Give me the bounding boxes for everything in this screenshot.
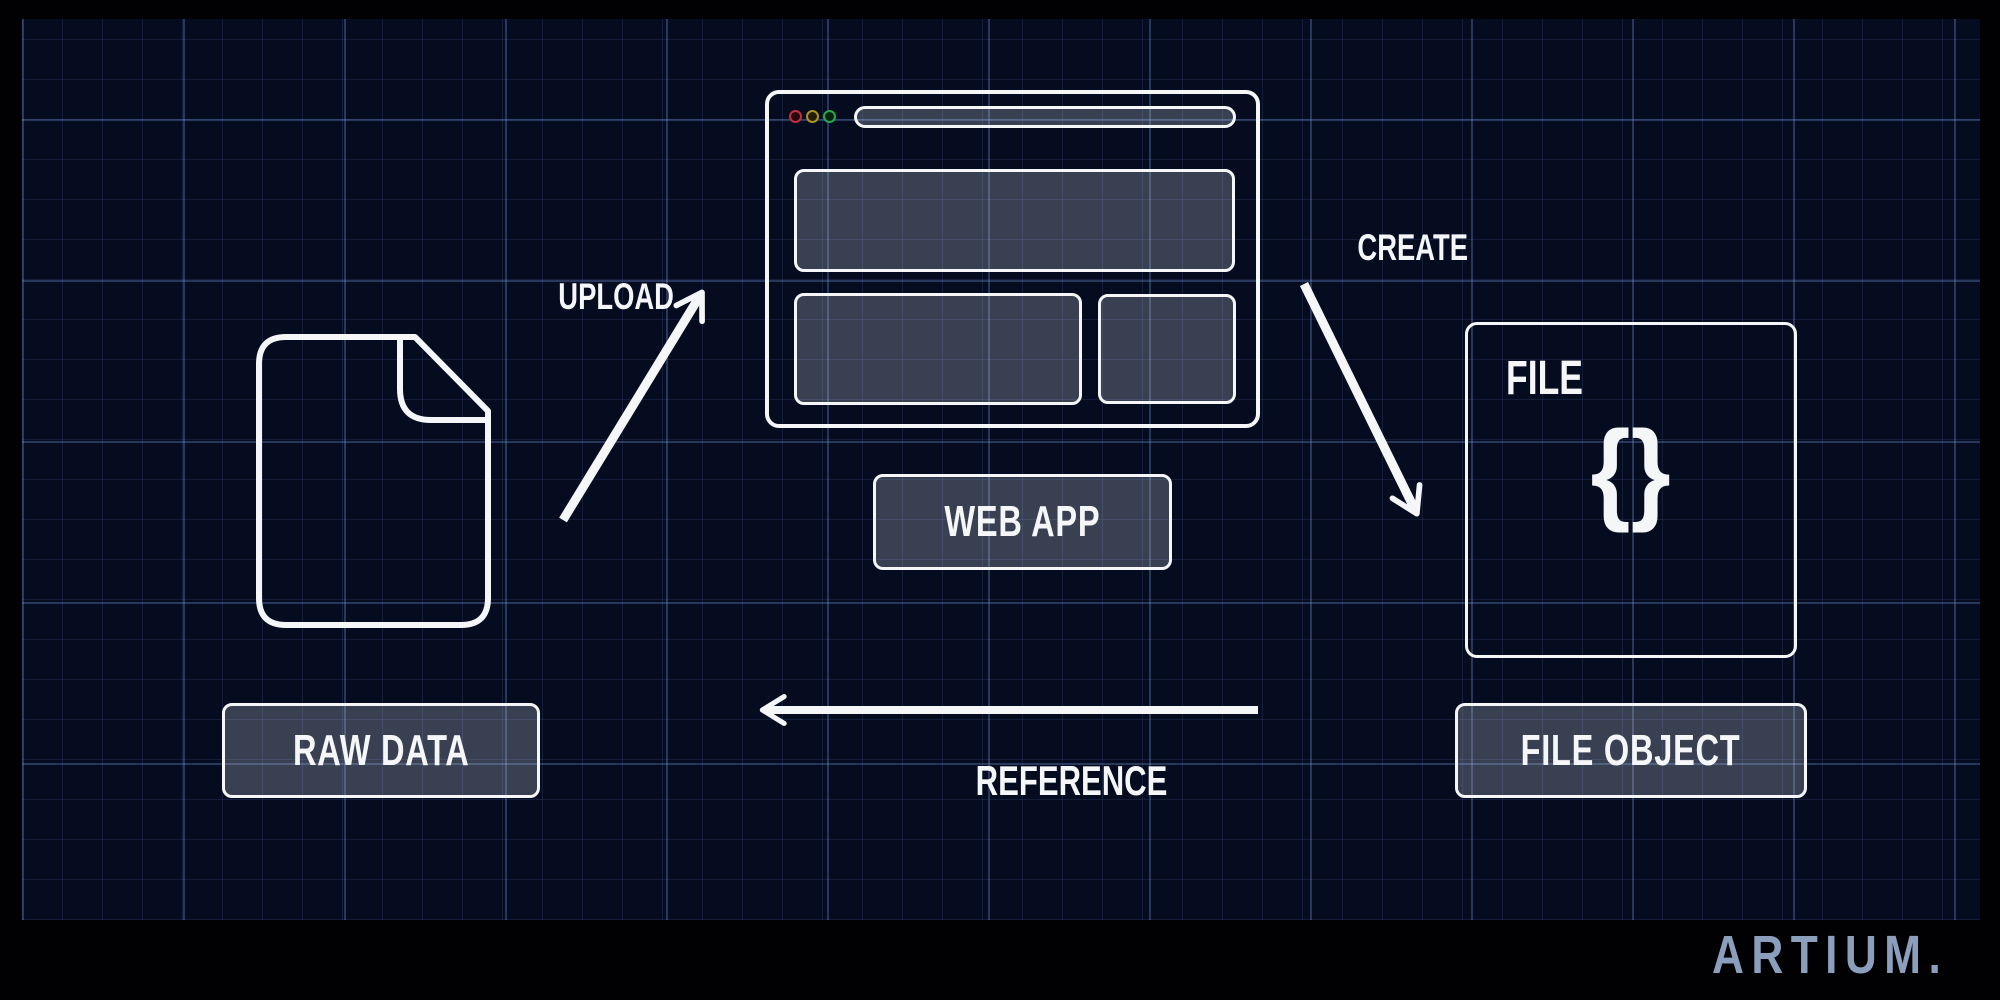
- upload-arrow: [559, 289, 705, 523]
- reference-arrow: [759, 694, 1258, 726]
- node-raw-data: RAW DATA: [222, 703, 540, 798]
- browser-hero-panel: [794, 169, 1235, 272]
- node-raw-data-label: RAW DATA: [292, 725, 470, 775]
- traffic-light-yellow-icon: [806, 110, 819, 123]
- node-web-app: WEB APP: [873, 474, 1172, 570]
- node-file-object-label: FILE OBJECT: [1521, 725, 1741, 775]
- edge-create-label: CREATE: [1357, 227, 1468, 268]
- traffic-light-green-icon: [823, 110, 836, 123]
- browser-url-bar: [854, 106, 1236, 128]
- edge-upload-label: UPLOAD: [558, 276, 674, 317]
- edge-reference-label: REFERENCE: [975, 757, 1168, 804]
- file-card-title: FILE: [1506, 352, 1583, 405]
- traffic-light-red-icon: [789, 110, 802, 123]
- curly-braces-icon: {}: [1590, 408, 1672, 533]
- node-file-object: FILE OBJECT: [1455, 703, 1807, 798]
- document-icon: [256, 334, 491, 628]
- browser-content-panel-right: [1098, 294, 1236, 404]
- create-arrow: [1299, 282, 1423, 517]
- artium-logo: ARTIUM.: [1712, 925, 1949, 985]
- browser-traffic-lights: [789, 110, 836, 123]
- file-card: FILE {}: [1465, 322, 1797, 658]
- node-web-app-label: WEB APP: [944, 497, 1101, 546]
- browser-content-panel-left: [794, 293, 1082, 405]
- browser-window: [765, 90, 1260, 428]
